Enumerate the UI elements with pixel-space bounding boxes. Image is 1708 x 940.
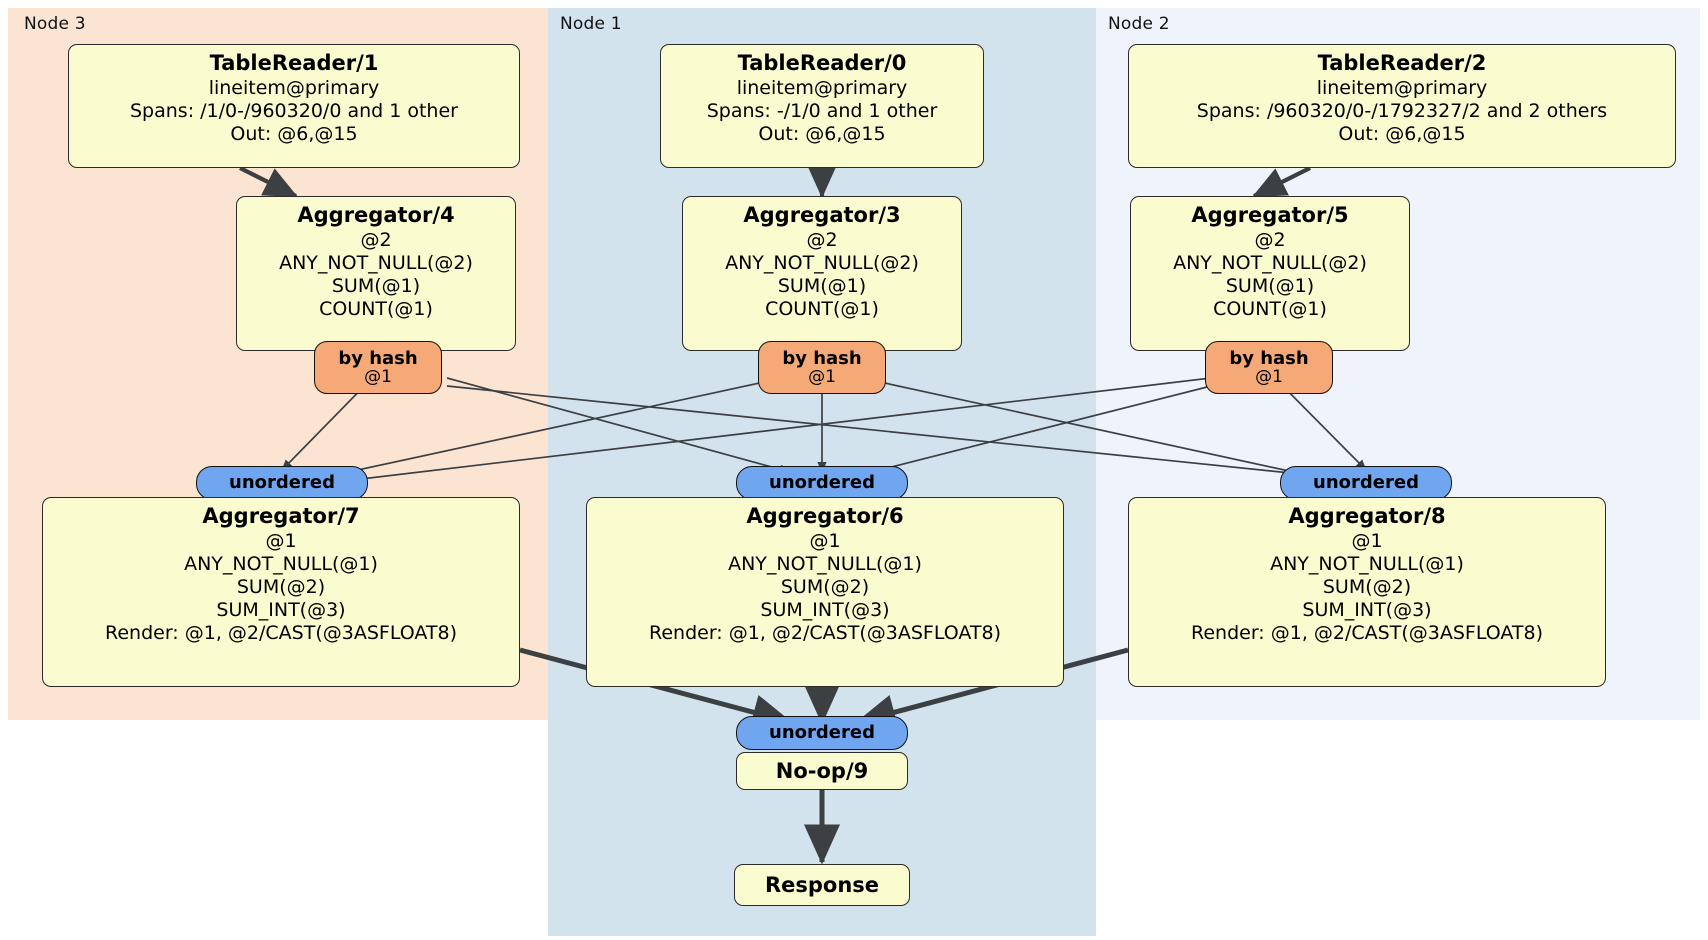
local-aggregator-node-3[interactable]: Aggregator/4 @2 ANY_NOT_NULL(@2) SUM(@1)… <box>236 196 516 351</box>
table-reader-out: Out: @6,@15 <box>230 122 358 145</box>
no-op-title: No-op/9 <box>775 759 869 783</box>
aggregator-group-cols: @2 <box>1254 228 1286 251</box>
aggregator-title: Aggregator/7 <box>202 504 360 528</box>
table-reader-table: lineitem@primary <box>736 76 908 99</box>
table-reader-out: Out: @6,@15 <box>758 122 886 145</box>
unordered-label: unordered <box>769 722 875 743</box>
aggregator-title: Aggregator/5 <box>1191 203 1349 227</box>
final-aggregator-node-3[interactable]: Aggregator/7 @1 ANY_NOT_NULL(@1) SUM(@2)… <box>42 497 520 687</box>
aggregator-title: Aggregator/3 <box>743 203 901 227</box>
hash-router-column: @1 <box>364 366 392 387</box>
aggregator-render: Render: @1, @2/CAST(@3ASFLOAT8) <box>105 621 457 644</box>
local-aggregator-node-1[interactable]: Aggregator/3 @2 ANY_NOT_NULL(@2) SUM(@1)… <box>682 196 962 351</box>
table-reader-out: Out: @6,@15 <box>1338 122 1466 145</box>
table-reader-node-2[interactable]: TableReader/2 lineitem@primary Spans: /9… <box>1128 44 1676 168</box>
hash-router-node-2[interactable]: by hash @1 <box>1205 341 1333 394</box>
unordered-input-node-2[interactable]: unordered <box>1280 466 1452 500</box>
aggregator-func-1: ANY_NOT_NULL(@1) <box>728 552 922 575</box>
aggregator-render: Render: @1, @2/CAST(@3ASFLOAT8) <box>649 621 1001 644</box>
unordered-input-final[interactable]: unordered <box>736 716 908 750</box>
aggregator-func-1: ANY_NOT_NULL(@2) <box>725 251 919 274</box>
hash-router-label: by hash <box>338 347 418 369</box>
table-reader-node-3[interactable]: TableReader/1 lineitem@primary Spans: /1… <box>68 44 520 168</box>
aggregator-func-3: COUNT(@1) <box>765 297 879 320</box>
table-reader-node-1[interactable]: TableReader/0 lineitem@primary Spans: -/… <box>660 44 984 168</box>
panel-label-node-2: Node 2 <box>1108 14 1170 34</box>
unordered-label: unordered <box>769 472 875 493</box>
aggregator-func-2: SUM(@2) <box>1322 575 1412 598</box>
aggregator-func-1: ANY_NOT_NULL(@1) <box>184 552 378 575</box>
aggregator-group-cols: @2 <box>360 228 392 251</box>
table-reader-title: TableReader/2 <box>1317 51 1487 75</box>
aggregator-func-2: SUM(@2) <box>236 575 326 598</box>
aggregator-func-3: SUM_INT(@3) <box>216 598 346 621</box>
panel-label-node-1: Node 1 <box>560 14 622 34</box>
final-aggregator-node-2[interactable]: Aggregator/8 @1 ANY_NOT_NULL(@1) SUM(@2)… <box>1128 497 1606 687</box>
table-reader-spans: Spans: -/1/0 and 1 other <box>706 99 938 122</box>
aggregator-func-3: SUM_INT(@3) <box>760 598 890 621</box>
aggregator-func-1: ANY_NOT_NULL(@1) <box>1270 552 1464 575</box>
aggregator-func-2: SUM(@2) <box>780 575 870 598</box>
unordered-label: unordered <box>229 472 335 493</box>
aggregator-func-1: ANY_NOT_NULL(@2) <box>279 251 473 274</box>
hash-router-label: by hash <box>782 347 862 369</box>
aggregator-func-2: SUM(@1) <box>331 274 421 297</box>
aggregator-title: Aggregator/8 <box>1288 504 1446 528</box>
final-aggregator-node-1[interactable]: Aggregator/6 @1 ANY_NOT_NULL(@1) SUM(@2)… <box>586 497 1064 687</box>
response-node[interactable]: Response <box>734 864 910 906</box>
aggregator-group-cols: @2 <box>806 228 838 251</box>
aggregator-render: Render: @1, @2/CAST(@3ASFLOAT8) <box>1191 621 1543 644</box>
response-title: Response <box>764 873 880 897</box>
aggregator-group-cols: @1 <box>265 529 297 552</box>
unordered-input-node-1[interactable]: unordered <box>736 466 908 500</box>
table-reader-spans: Spans: /1/0-/960320/0 and 1 other <box>130 99 458 122</box>
hash-router-node-3[interactable]: by hash @1 <box>314 341 442 394</box>
aggregator-group-cols: @1 <box>809 529 841 552</box>
hash-router-label: by hash <box>1229 347 1309 369</box>
hash-router-column: @1 <box>1255 366 1283 387</box>
hash-router-node-1[interactable]: by hash @1 <box>758 341 886 394</box>
aggregator-func-3: SUM_INT(@3) <box>1302 598 1432 621</box>
aggregator-title: Aggregator/4 <box>297 203 455 227</box>
panel-label-node-3: Node 3 <box>24 14 86 34</box>
local-aggregator-node-2[interactable]: Aggregator/5 @2 ANY_NOT_NULL(@2) SUM(@1)… <box>1130 196 1410 351</box>
unordered-input-node-3[interactable]: unordered <box>196 466 368 500</box>
aggregator-func-1: ANY_NOT_NULL(@2) <box>1173 251 1367 274</box>
table-reader-spans: Spans: /960320/0-/1792327/2 and 2 others <box>1196 99 1608 122</box>
aggregator-func-3: COUNT(@1) <box>1213 297 1327 320</box>
table-reader-title: TableReader/1 <box>209 51 379 75</box>
table-reader-table: lineitem@primary <box>208 76 380 99</box>
hash-router-column: @1 <box>808 366 836 387</box>
unordered-label: unordered <box>1313 472 1419 493</box>
table-reader-table: lineitem@primary <box>1316 76 1488 99</box>
aggregator-func-2: SUM(@1) <box>777 274 867 297</box>
no-op-node[interactable]: No-op/9 <box>736 752 908 790</box>
aggregator-group-cols: @1 <box>1351 529 1383 552</box>
aggregator-func-2: SUM(@1) <box>1225 274 1315 297</box>
aggregator-func-3: COUNT(@1) <box>319 297 433 320</box>
table-reader-title: TableReader/0 <box>737 51 907 75</box>
aggregator-title: Aggregator/6 <box>746 504 904 528</box>
